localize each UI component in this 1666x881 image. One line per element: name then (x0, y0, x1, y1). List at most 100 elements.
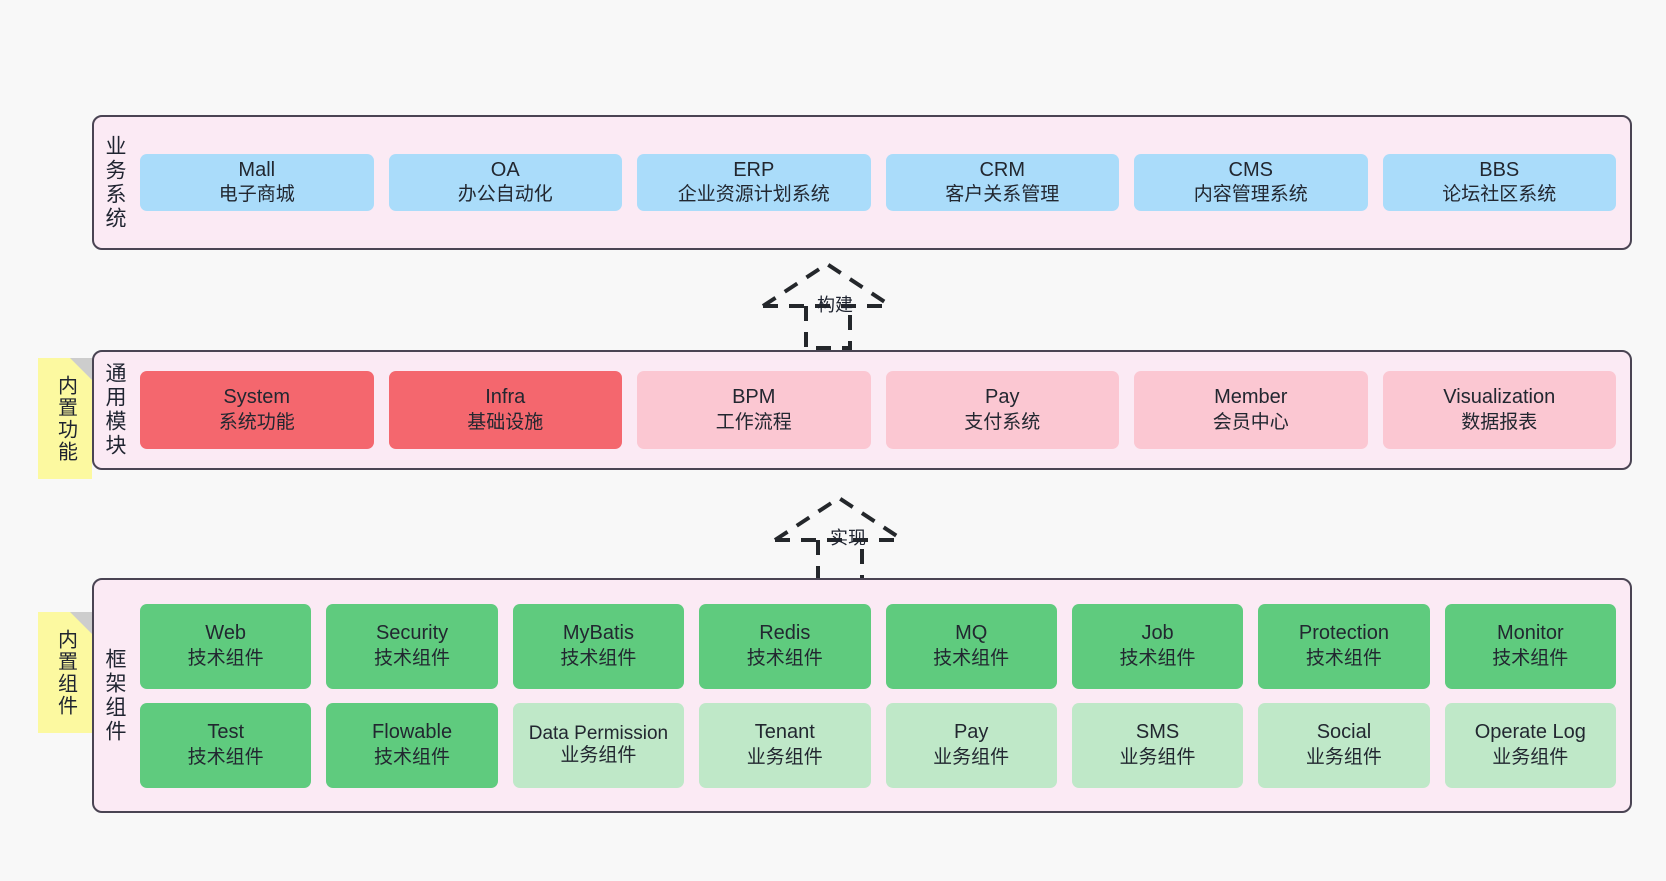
box-title-en: Flowable (372, 721, 453, 744)
box-bbs[interactable]: BBS 论坛社区系统 (1382, 153, 1616, 212)
connector-build-arrow (760, 258, 910, 350)
note-fold-corner (70, 612, 92, 634)
box-system[interactable]: System 系统功能 (140, 371, 374, 449)
box-title-en: CRM (979, 158, 1026, 181)
box-title-cn: 业务组件 (1305, 746, 1382, 768)
box-title-en: MQ (955, 622, 988, 645)
box-row: System 系统功能 Infra 基础设施 BPM 工作流程 Pay 支付系统… (140, 371, 1616, 449)
box-web[interactable]: Web 技术组件 (140, 603, 312, 689)
box-title-en: System (223, 386, 291, 409)
box-mall[interactable]: Mall 电子商城 (140, 153, 374, 212)
box-title-en: Social (1316, 721, 1372, 744)
box-visualization[interactable]: Visualization 数据报表 (1382, 371, 1616, 449)
layer-framework-components: 框架组件 Web 技术组件 Security 技术组件 MyBatis 技术组件… (92, 578, 1632, 813)
box-row: Mall 电子商城 OA 办公自动化 ERP 企业资源计划系统 CRM 客户关系… (140, 153, 1616, 212)
box-pay-module[interactable]: Pay 支付系统 (885, 371, 1119, 449)
box-title-cn: 业务组件 (746, 746, 823, 768)
box-title-en: CMS (1228, 158, 1273, 181)
box-cms[interactable]: CMS 内容管理系统 (1134, 153, 1368, 212)
box-title-cn: 支付系统 (964, 411, 1041, 433)
box-title-en: BBS (1479, 158, 1520, 181)
box-title-en: Visualization (1443, 386, 1556, 409)
box-title-cn: 工作流程 (715, 411, 792, 433)
box-title-en: Mall (238, 158, 276, 181)
box-title-cn: 内容管理系统 (1193, 184, 1308, 206)
box-title-cn: 电子商城 (218, 184, 295, 206)
box-title-en: Member (1214, 386, 1288, 409)
box-title-cn: 基础设施 (467, 411, 544, 433)
box-title-cn: 业务组件 (1119, 746, 1196, 768)
box-title-cn: 办公自动化 (457, 184, 553, 206)
box-title-en: SMS (1135, 721, 1180, 744)
layer-title-common-modules: 通用模块 (103, 362, 127, 458)
box-title-cn: 技术组件 (1492, 647, 1569, 669)
box-title-cn: 系统功能 (218, 411, 295, 433)
box-title-cn: 技术组件 (187, 647, 264, 669)
box-title-cn: 数据报表 (1461, 411, 1538, 433)
box-oa[interactable]: OA 办公自动化 (388, 153, 622, 212)
box-title-en: Web (205, 622, 247, 645)
layer-common-modules: 通用模块 System 系统功能 Infra 基础设施 BPM 工作流程 Pay… (92, 350, 1632, 470)
box-title-cn: 技术组件 (1119, 647, 1196, 669)
box-title-en: Data Permission (528, 723, 669, 745)
box-pay-component[interactable]: Pay 业务组件 (885, 702, 1057, 788)
box-title-cn: 技术组件 (374, 746, 451, 768)
box-title-cn: 技术组件 (374, 647, 451, 669)
box-title-en: ERP (733, 158, 775, 181)
box-title-cn: 技术组件 (933, 647, 1010, 669)
connector-build-label: 构建 (817, 295, 853, 315)
box-title-cn: 业务组件 (560, 745, 637, 766)
box-title-en: Job (1141, 622, 1174, 645)
box-row: Web 技术组件 Security 技术组件 MyBatis 技术组件 Redi… (140, 603, 1616, 689)
layer-title-framework-components: 框架组件 (103, 647, 127, 744)
box-mybatis[interactable]: MyBatis 技术组件 (512, 603, 685, 689)
box-title-en: Pay (985, 386, 1020, 409)
box-tenant[interactable]: Tenant 业务组件 (699, 702, 871, 788)
layer-body-business-system: Mall 电子商城 OA 办公自动化 ERP 企业资源计划系统 CRM 客户关系… (134, 117, 1630, 248)
box-sms[interactable]: SMS 业务组件 (1071, 702, 1244, 788)
note-builtin-components: 内置组件 (38, 612, 92, 733)
box-redis[interactable]: Redis 技术组件 (699, 603, 871, 689)
box-title-en: MyBatis (562, 622, 634, 645)
box-title-cn: 会员中心 (1212, 411, 1289, 433)
box-title-cn: 业务组件 (933, 746, 1010, 768)
box-data-permission[interactable]: Data Permission 业务组件 (512, 702, 685, 788)
box-title-en: Pay (953, 721, 989, 744)
box-row: Test 技术组件 Flowable 技术组件 Data Permission … (140, 702, 1616, 788)
box-title-en: Monitor (1496, 622, 1564, 645)
box-title-en: Redis (759, 622, 811, 645)
box-title-cn: 技术组件 (746, 647, 823, 669)
box-title-cn: 客户关系管理 (945, 184, 1060, 206)
box-crm[interactable]: CRM 客户关系管理 (885, 153, 1119, 212)
box-title-en: Tenant (754, 721, 815, 744)
box-title-cn: 企业资源计划系统 (677, 184, 830, 206)
box-job[interactable]: Job 技术组件 (1071, 603, 1244, 689)
box-security[interactable]: Security 技术组件 (326, 603, 498, 689)
box-title-en: OA (490, 158, 520, 181)
layer-business-system: 业务系统 Mall 电子商城 OA 办公自动化 ERP 企业资源计划系统 CRM… (92, 115, 1632, 250)
box-mq[interactable]: MQ 技术组件 (885, 603, 1057, 689)
box-title-en: Infra (485, 386, 526, 409)
box-member[interactable]: Member 会员中心 (1134, 371, 1368, 449)
box-title-en: Security (375, 622, 449, 645)
box-social[interactable]: Social 业务组件 (1258, 702, 1430, 788)
box-title-cn: 技术组件 (560, 647, 637, 669)
box-title-cn: 业务组件 (1492, 746, 1569, 768)
layer-body-common-modules: System 系统功能 Infra 基础设施 BPM 工作流程 Pay 支付系统… (134, 352, 1630, 468)
box-operate-log[interactable]: Operate Log 业务组件 (1444, 702, 1616, 788)
layer-body-framework-components: Web 技术组件 Security 技术组件 MyBatis 技术组件 Redi… (134, 580, 1630, 811)
box-title-en: Operate Log (1474, 721, 1586, 744)
box-protection[interactable]: Protection 技术组件 (1258, 603, 1430, 689)
box-bpm[interactable]: BPM 工作流程 (637, 371, 871, 449)
note-builtin-features: 内置功能 (38, 358, 92, 479)
box-title-en: Test (207, 721, 245, 744)
box-flowable[interactable]: Flowable 技术组件 (326, 702, 498, 788)
connector-implement-label: 实现 (830, 528, 866, 548)
box-monitor[interactable]: Monitor 技术组件 (1444, 603, 1616, 689)
box-title-cn: 技术组件 (187, 746, 264, 768)
box-test[interactable]: Test 技术组件 (140, 702, 312, 788)
note-label: 内置功能 (54, 374, 77, 463)
box-erp[interactable]: ERP 企业资源计划系统 (637, 153, 871, 212)
box-infra[interactable]: Infra 基础设施 (388, 371, 622, 449)
